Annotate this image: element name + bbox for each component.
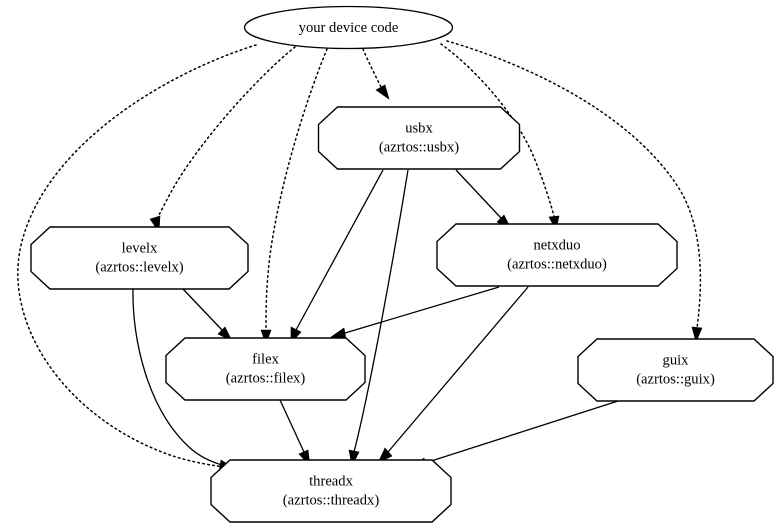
node-label-levelx-line1: levelx bbox=[122, 240, 158, 256]
edge-device-to-guix bbox=[446, 40, 703, 343]
edge-usbx-to-filex bbox=[290, 169, 384, 344]
node-label-usbx-line1: usbx bbox=[405, 120, 433, 136]
edge-group-solid bbox=[132, 169, 619, 473]
edge-device-to-levelx bbox=[149, 46, 296, 233]
edge-usbx-to-netxduo bbox=[455, 169, 512, 230]
node-label-threadx-line1: threadx bbox=[309, 473, 353, 489]
node-filex[interactable]: filex (azrtos::filex) bbox=[165, 337, 366, 401]
edge-levelx-to-filex bbox=[182, 288, 233, 342]
arrowhead-device-usbx bbox=[375, 84, 390, 100]
node-label-levelx-line2: (azrtos::levelx) bbox=[95, 259, 183, 275]
edge-device-to-filex bbox=[260, 48, 328, 345]
node-levelx[interactable]: levelx (azrtos::levelx) bbox=[30, 226, 249, 290]
node-shape-device bbox=[243, 5, 454, 50]
node-shape-filex bbox=[165, 337, 366, 401]
node-label-guix-line1: guix bbox=[663, 352, 690, 368]
node-netxduo[interactable]: netxduo (azrtos::netxduo) bbox=[436, 223, 678, 287]
arrowhead-device-filex bbox=[260, 329, 272, 345]
node-shape-levelx bbox=[30, 226, 249, 290]
edge-netxduo-to-filex bbox=[330, 286, 500, 340]
node-shape-netxduo bbox=[436, 223, 678, 287]
node-label-filex-line1: filex bbox=[252, 351, 279, 367]
node-label-guix-line2: (azrtos::guix) bbox=[636, 371, 715, 387]
node-label-netxduo-line1: netxduo bbox=[533, 237, 580, 253]
edge-usbx-to-threadx bbox=[348, 169, 409, 467]
node-label-threadx-line2: (azrtos::threadx) bbox=[283, 492, 380, 508]
node-label-netxduo-line2: (azrtos::netxduo) bbox=[507, 256, 607, 272]
edge-device-to-usbx bbox=[362, 48, 390, 100]
node-guix[interactable]: guix (azrtos::guix) bbox=[577, 338, 774, 402]
node-shape-usbx bbox=[317, 106, 521, 170]
node-usbx[interactable]: usbx (azrtos::usbx) bbox=[317, 106, 521, 170]
edge-guix-to-threadx bbox=[410, 400, 619, 469]
edge-filex-to-threadx bbox=[279, 399, 311, 467]
node-label-filex-line2: (azrtos::filex) bbox=[226, 370, 306, 386]
node-label-usbx-line2: (azrtos::usbx) bbox=[379, 139, 459, 155]
node-your-device-code[interactable]: your device code bbox=[243, 5, 454, 50]
arrowhead-device-guix bbox=[691, 326, 703, 343]
node-label-device: your device code bbox=[299, 20, 399, 36]
node-shape-guix bbox=[577, 338, 774, 402]
node-shape-threadx bbox=[210, 459, 452, 523]
node-threadx[interactable]: threadx (azrtos::threadx) bbox=[210, 459, 452, 523]
